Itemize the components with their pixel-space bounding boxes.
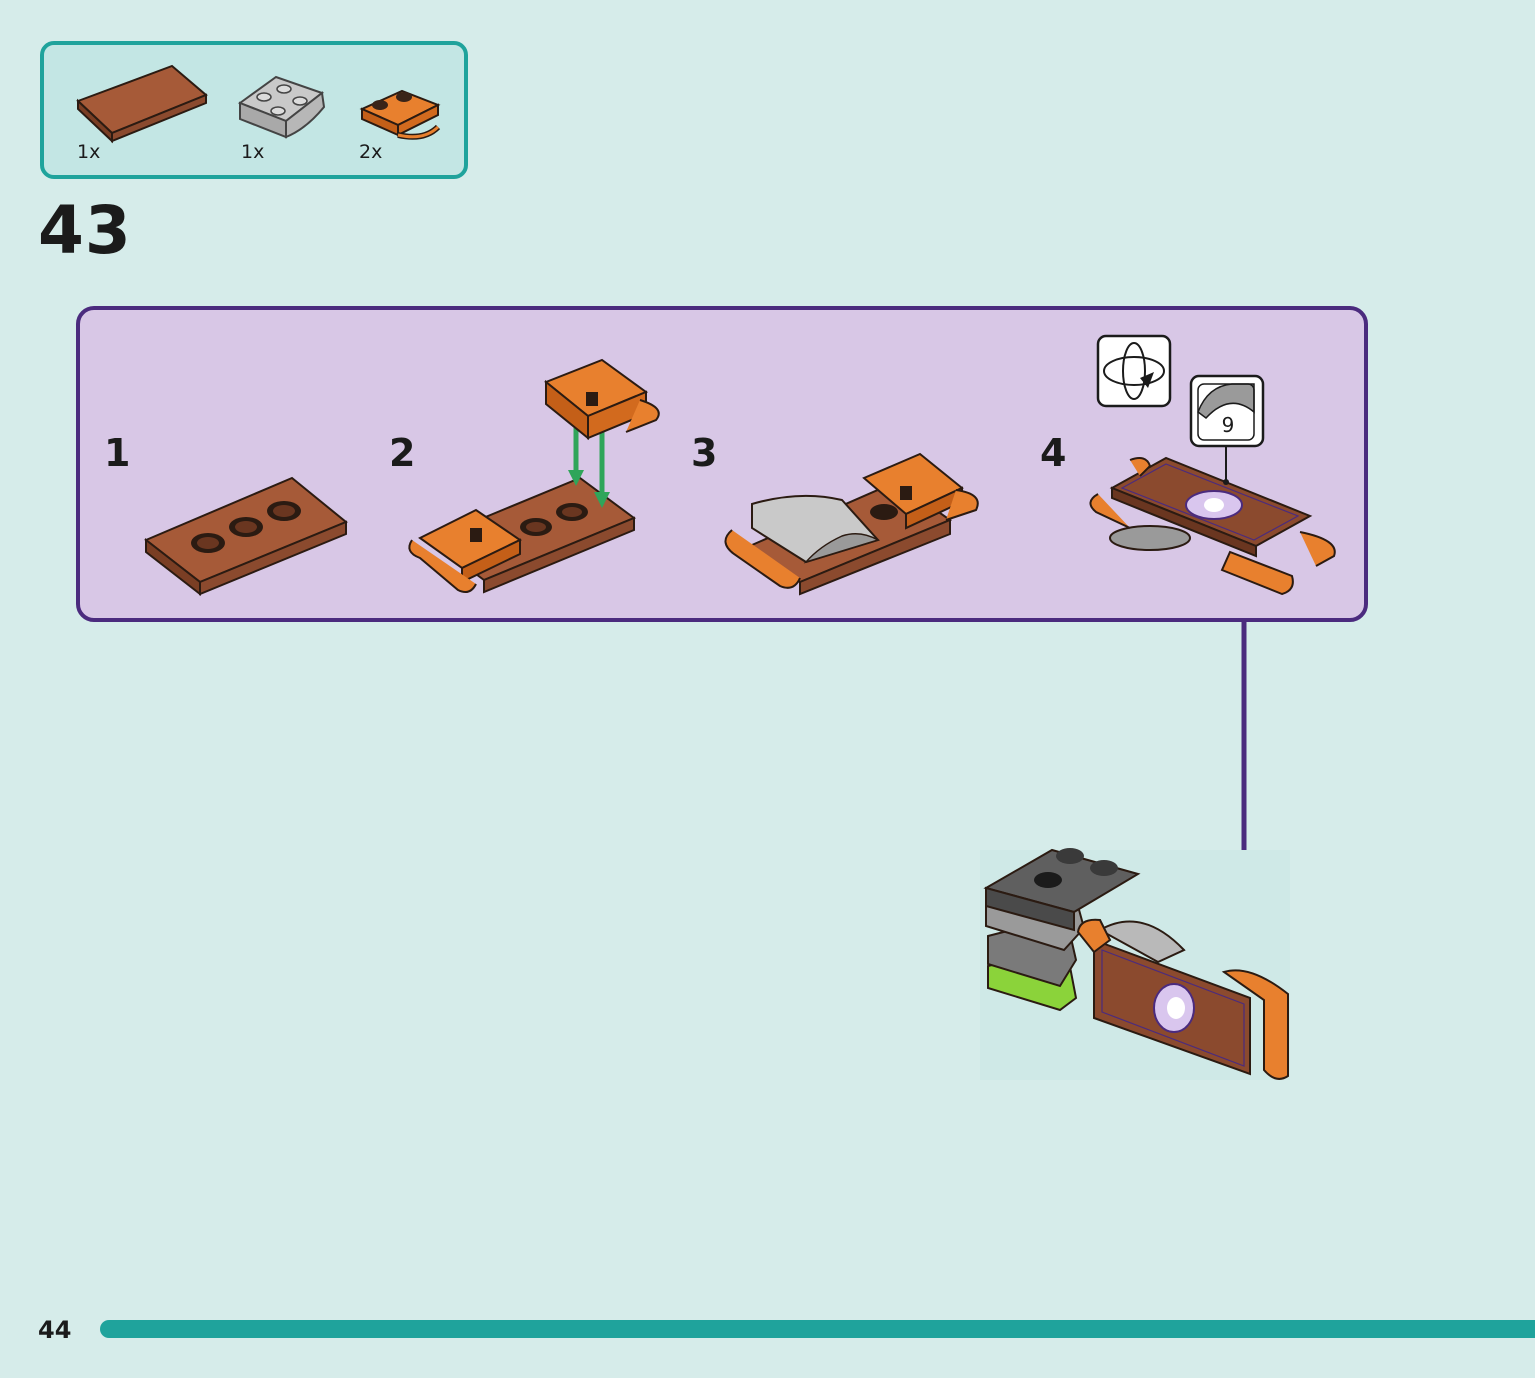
substep-number-2: 2 — [389, 431, 416, 475]
substep-3-illustration — [724, 452, 979, 596]
step-number: 43 — [38, 192, 132, 269]
substep-2-illustration — [408, 358, 660, 594]
substep-number-4: 4 — [1040, 431, 1067, 475]
parts-illustrations — [76, 64, 441, 144]
part-quantity-3: 2x — [359, 141, 383, 163]
substep-4-illustration — [1089, 446, 1336, 596]
orange-plate-part-icon — [359, 89, 441, 140]
substep-1-plate-illustration — [144, 476, 348, 597]
sticker-icon — [1189, 374, 1265, 448]
rotate-model-icon — [1096, 334, 1172, 408]
parts-callout: 1x 1x 2x — [40, 41, 468, 179]
substep-number-3: 3 — [691, 431, 718, 475]
progress-bar — [100, 1320, 1535, 1338]
substep-number-1: 1 — [104, 431, 131, 475]
gray-slope-part-icon — [237, 75, 326, 139]
sticker-number: 9 — [1221, 413, 1235, 437]
part-quantity-1: 1x — [77, 141, 101, 163]
page-number: 44 — [38, 1316, 72, 1344]
brown-tile-part-icon — [76, 64, 208, 144]
part-quantity-2: 1x — [241, 141, 265, 163]
main-model-illustration — [980, 848, 1290, 1080]
